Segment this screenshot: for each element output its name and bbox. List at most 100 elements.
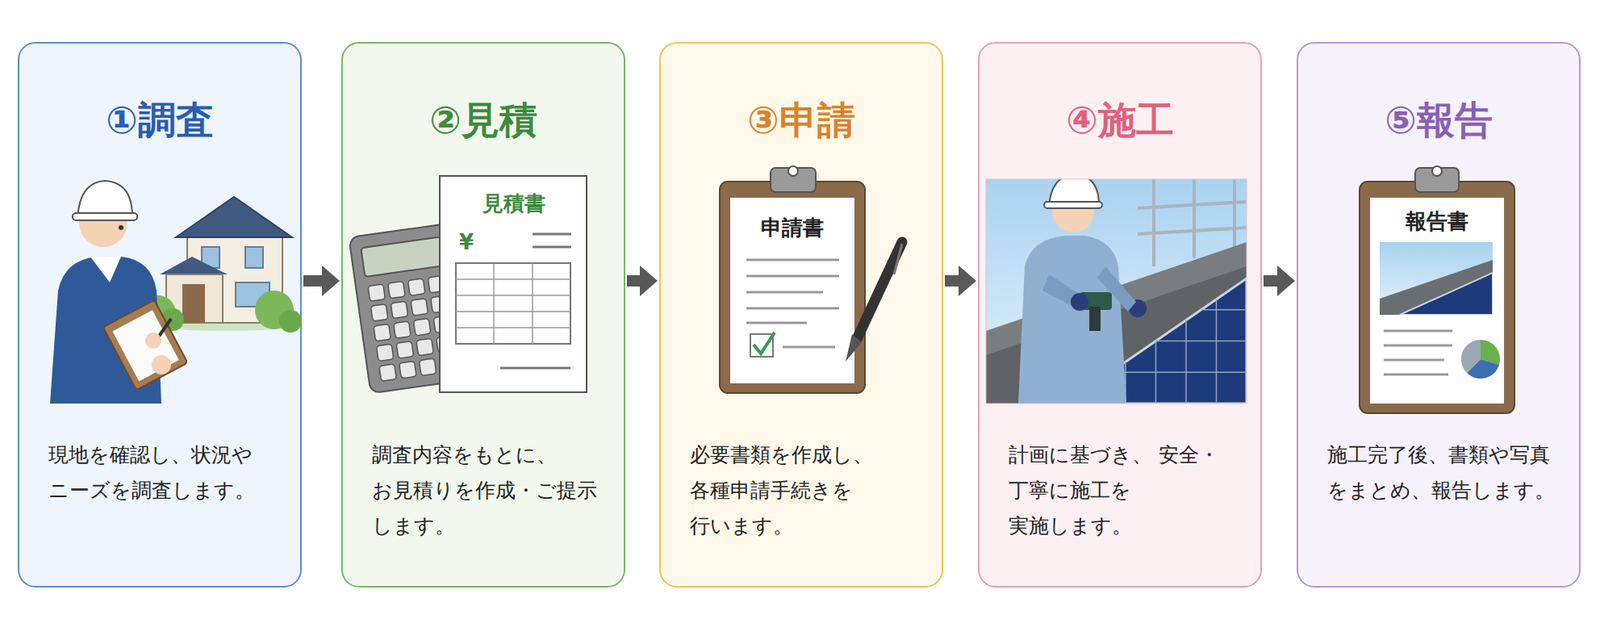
illustration-circle [279,309,302,333]
illustration-rect [407,278,425,296]
illustration-polygon [175,196,293,238]
illustration-line [1383,373,1449,376]
illustration-rect [370,304,388,322]
illustration-line [532,246,572,249]
illustration-line [1232,179,1237,251]
illustration-rect [418,358,436,376]
illustration-line [500,367,571,370]
step-title: ②見積 [342,98,624,144]
illustration-circle [1432,166,1442,176]
illustration-line [455,294,571,297]
illustration-line [455,278,571,280]
illustration-rect [390,300,408,318]
flow-arrow [626,265,658,297]
illustration-rect [730,197,855,384]
surveyor-figure [50,180,188,404]
illustration-circle [118,225,124,230]
house-figure [140,196,302,333]
illustration-path [1018,235,1127,404]
illustration-line [746,307,840,310]
illustration-rect [388,280,406,298]
arrow-head [639,265,658,297]
illustration-rect [103,300,188,391]
flow-arrow [1263,265,1296,297]
illustration-line [746,291,823,294]
illustration-line [856,242,903,339]
illustration-line [531,263,534,344]
illustration-polygon [159,256,228,275]
illustration-line [532,233,572,236]
illustration-line [158,318,172,338]
illustration-rect [373,323,391,341]
step-title: ⑤報告 [1298,98,1580,144]
illustration-line [1156,340,1248,343]
illustration-line [746,275,840,278]
step-title: ①調査 [19,98,301,144]
illustration-rect [1044,201,1103,209]
step-title: ③申請 [660,98,942,144]
arrow-shaft [303,275,324,287]
illustration-rect [245,246,264,268]
illustration-rect [367,284,385,301]
illustration-line [1383,330,1453,333]
estimate-sheet [439,175,587,393]
arrow-head [321,265,340,297]
illustration-rect [360,236,445,277]
arrow-shaft [1263,275,1279,287]
illustration-rect [1370,197,1504,404]
illustration-line [893,243,903,275]
document-title: 申請書 [760,213,824,243]
illustration-line [1185,320,1187,404]
illustration-circle [1070,292,1089,311]
illustration-rect [410,298,428,316]
step-title: ④施工 [979,98,1261,144]
step-description: 現地を確認し、状況や ニーズを調査します。 [48,437,288,509]
illustration-line [746,259,840,262]
illustration-rect [455,263,571,344]
document-title: 見積書 [482,189,546,218]
illustration-line [1215,299,1218,404]
illustration-line [1201,309,1247,311]
illustration-path [90,256,122,283]
illustration-line [1192,179,1196,259]
report-clipboard [1359,166,1515,414]
illustration-line [1383,344,1453,347]
illustration-rect [182,284,205,323]
illustration-polygon [1379,259,1493,315]
pen-figure [845,242,903,362]
illustration-rect [396,341,414,359]
illustration-rect [1379,242,1493,315]
step-description: 必要書類を作成し、 各種申請手続きを 行います。 [689,437,929,544]
illustration-rect [413,317,431,335]
document-title: 報告書 [1405,207,1469,236]
illustration-line [1110,371,1247,374]
illustration-path [1097,266,1137,312]
illustration-rect [72,213,138,221]
illustration-rect [112,309,179,381]
illustration-circle [151,355,172,375]
illustration-line [492,263,495,344]
illustration-rect [439,175,587,393]
arrow-head [958,265,977,297]
illustration-line [746,321,807,325]
illustration-line [1383,359,1445,362]
flow-arrow [944,265,977,297]
arrow-shaft [944,275,961,287]
illustration-line [782,346,836,349]
currency-sign: ¥ [459,229,474,255]
illustration-rect [719,181,865,393]
illustration-rect [985,179,1247,404]
illustration-rect [375,343,393,361]
arrow-head [1277,265,1296,297]
illustration-rect [1089,306,1101,331]
illustration-g [103,300,188,391]
illustration-circle [788,166,798,176]
illustration-line [1137,227,1247,234]
flow-arrow [303,265,340,297]
illustration-line [455,310,571,313]
illustration-line [1137,201,1247,209]
photo-frame [985,179,1247,404]
